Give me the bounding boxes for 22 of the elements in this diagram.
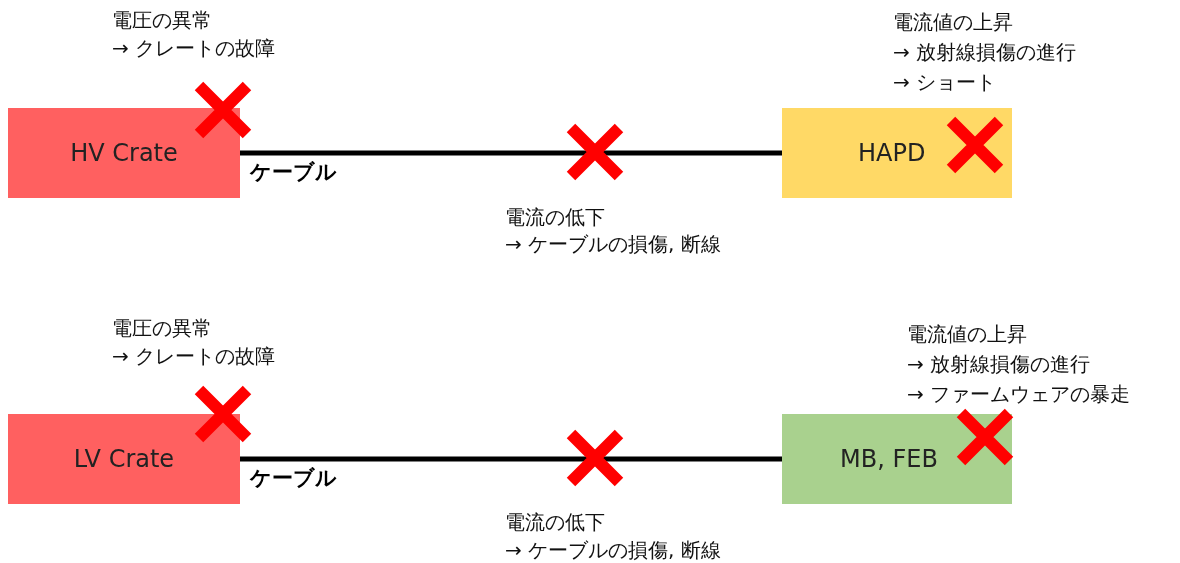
note-text: → 放射線損傷の進行: [893, 40, 1077, 64]
note-text: → ファームウェアの暴走: [907, 382, 1131, 406]
note-text: 電流の低下: [505, 205, 605, 229]
device-box: HAPD: [782, 108, 1012, 198]
note-text: → ケーブルの損傷, 断線: [505, 232, 721, 256]
note-text: → 放射線損傷の進行: [907, 352, 1091, 376]
device-box: MB, FEB: [782, 414, 1012, 504]
cable-line: [240, 456, 782, 462]
note-text: 電流値の上昇: [893, 10, 1013, 34]
note-text: → ショート: [893, 70, 997, 94]
note-text: 電圧の異常: [112, 316, 212, 340]
edge-label: ケーブル: [250, 466, 337, 490]
note-text: → クレートの故障: [112, 36, 276, 60]
cable-line: [240, 150, 782, 156]
note-text: → ケーブルの損傷, 断線: [505, 538, 721, 562]
note-text: 電流値の上昇: [907, 322, 1027, 346]
edge-label: ケーブル: [250, 160, 337, 184]
device-box: HV Crate: [8, 108, 240, 198]
note-text: 電流の低下: [505, 510, 605, 534]
note-text: 電圧の異常: [112, 8, 212, 32]
note-text: → クレートの故障: [112, 344, 276, 368]
device-box: LV Crate: [8, 414, 240, 504]
